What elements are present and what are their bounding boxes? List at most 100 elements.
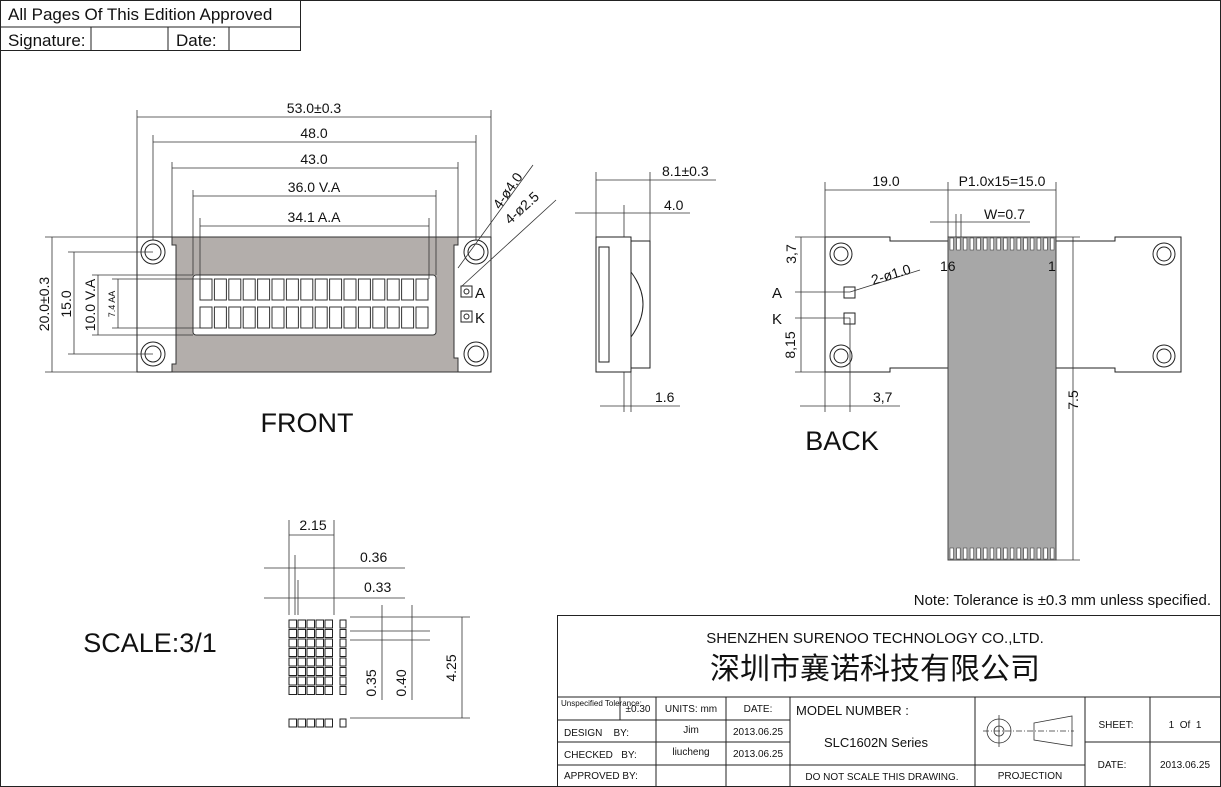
flex-pin (1043, 237, 1048, 251)
flex-pin (1009, 237, 1015, 251)
flex-pin (1030, 237, 1035, 251)
cursor-dot (339, 686, 347, 695)
character-cell (213, 306, 227, 329)
flex-pin (969, 237, 974, 251)
flex-pin (963, 547, 968, 560)
block-date-label: DATE: (1098, 760, 1127, 771)
sheet-value: 1 Of 1 (1169, 720, 1202, 731)
character-cell (228, 278, 242, 301)
back-pad-a: A (772, 285, 782, 302)
dot (324, 676, 333, 686)
dot (288, 667, 297, 676)
back-view: 19.0 P1.0x15=15.0 W=0.7 16 1 3,7 8,15 A … (772, 173, 1182, 561)
character-cell (401, 278, 415, 301)
flex-pin (1016, 237, 1021, 251)
dim-pin-pitch: P1.0x15=15.0 (959, 173, 1046, 189)
dot (315, 619, 324, 629)
cursor-dot (339, 667, 347, 676)
dot (315, 648, 324, 657)
underline-dot (288, 718, 297, 728)
dim-lead-offset: 3,7 (873, 389, 893, 405)
character-cell (386, 278, 400, 301)
dim-bezel: 43.0 (300, 151, 327, 167)
flex-pin (996, 237, 1001, 251)
dot (324, 667, 333, 676)
dim-view-area-v: 10.0 V.A (82, 278, 98, 331)
dot (297, 686, 306, 695)
flex-pin (996, 547, 1001, 560)
dot (315, 686, 324, 695)
dim-overall-height: 20.0±0.3 (36, 277, 52, 332)
dot (297, 667, 306, 676)
dot (306, 638, 315, 648)
model-label: MODEL NUMBER : (796, 703, 909, 718)
company-name-en: SHENZHEN SURENOO TECHNOLOGY CO.,LTD. (706, 630, 1044, 647)
character-cell (415, 278, 429, 301)
underline-dot (297, 718, 306, 728)
flex-pin (983, 547, 988, 560)
character-cell (213, 278, 227, 301)
dim-dot-height: 0.35 (363, 669, 379, 696)
signature-label: Signature: (8, 31, 86, 50)
dim-cable-offset: 19.0 (872, 173, 899, 189)
flex-pin (956, 237, 961, 251)
dot (288, 638, 297, 648)
dim-led-holes: 2-ø1.0 (869, 261, 913, 288)
flex-pin (1050, 547, 1055, 560)
character-cell (343, 278, 357, 301)
sheet-label: SHEET: (1098, 720, 1133, 731)
flex-pin (1003, 547, 1008, 560)
flex-pin (1016, 547, 1021, 560)
character-cell (372, 278, 386, 301)
flex-pin (949, 237, 954, 251)
character-cell (314, 278, 328, 301)
dot (315, 667, 324, 676)
flex-pin (1043, 547, 1048, 560)
flex-pin (969, 547, 974, 560)
dim-top: 3,7 (783, 244, 799, 264)
character-cell (300, 306, 314, 329)
dot (288, 676, 297, 686)
character-cell (257, 306, 271, 329)
dot (315, 676, 324, 686)
pin-1-label: 1 (1048, 258, 1056, 274)
model-number: SLC1602N Series (824, 735, 929, 750)
scale-detail: 2.15 0.36 0.33 0.35 0.40 4.25 SCALE:3/1 (83, 517, 470, 728)
character-cell (357, 306, 371, 329)
dim-dot-pitch: 0.33 (364, 579, 391, 595)
cursor-dot (339, 648, 347, 657)
dim-hole-pitch-v: 15.0 (58, 290, 74, 317)
dot (315, 657, 324, 667)
flex-pin (949, 547, 954, 560)
cursor-dot (339, 629, 347, 638)
block-date: 2013.06.25 (1160, 760, 1210, 771)
character-cells (199, 278, 429, 329)
approved-label: APPROVED BY: (564, 771, 638, 782)
flex-pin (989, 237, 995, 251)
dim-pcb-thickness: 1.6 (655, 389, 675, 405)
character-cell (329, 278, 343, 301)
side-view: 8.1±0.3 4.0 1.6 (575, 163, 716, 412)
checker: liucheng (672, 747, 709, 758)
back-pad-k: K (772, 311, 782, 328)
dot (324, 686, 333, 695)
dim-dot-width: 0.36 (360, 549, 387, 565)
tolerance-label: Unspecified Tolerance: (561, 699, 642, 708)
flex-pin (1023, 547, 1028, 560)
date-header: DATE: (744, 704, 773, 715)
dot (324, 619, 333, 629)
design-date: 2013.06.25 (733, 727, 783, 738)
dot-matrix (288, 619, 347, 728)
dot (297, 648, 306, 657)
dim-pin-width: W=0.7 (984, 206, 1025, 222)
character-cell (386, 306, 400, 329)
dot (306, 667, 315, 676)
checked-date: 2013.06.25 (733, 749, 783, 760)
character-cell (271, 278, 285, 301)
design-label: DESIGN BY: (564, 728, 629, 739)
flex-pin (1030, 547, 1035, 560)
cursor-dot (339, 638, 347, 648)
front-pad-k: K (475, 310, 485, 327)
dot (297, 676, 306, 686)
